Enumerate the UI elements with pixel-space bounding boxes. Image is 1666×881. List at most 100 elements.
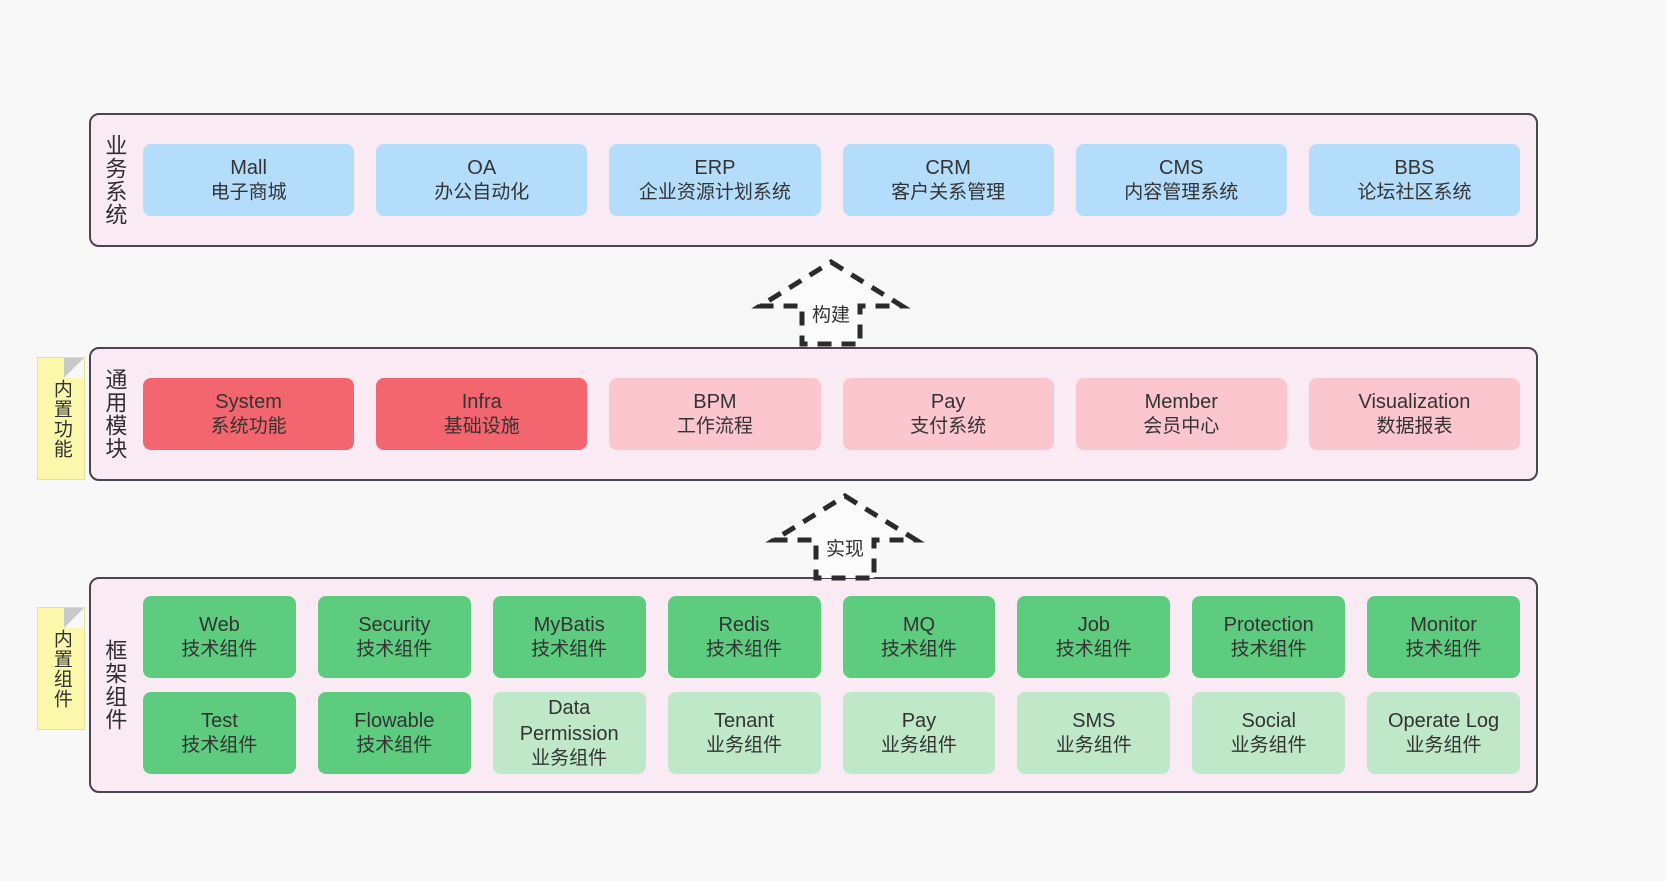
node-name: Redis [718, 613, 770, 636]
node-mq[interactable]: MQ 技术组件 [842, 596, 996, 678]
node-desc: 技术组件 [706, 638, 783, 660]
sticky-note-builtin-component: 内置组件 [37, 607, 85, 730]
sticky-note-builtin-function: 内置功能 [37, 357, 85, 480]
node-name: BPM [693, 390, 737, 413]
node-name: Social [1241, 709, 1296, 732]
node-desc: 工作流程 [676, 415, 753, 437]
layer-title-framework-components: 框架组件 [102, 639, 128, 731]
node-redis[interactable]: Redis 技术组件 [667, 596, 821, 678]
dashed-up-arrow-icon [751, 259, 911, 347]
node-monitor[interactable]: Monitor 技术组件 [1367, 596, 1520, 678]
node-desc: 会员中心 [1143, 415, 1220, 437]
node-desc: 数据报表 [1376, 415, 1453, 437]
node-protection[interactable]: Protection 技术组件 [1192, 596, 1346, 678]
node-mall[interactable]: Mall 电子商城 [143, 144, 355, 216]
node-name: SMS [1072, 709, 1116, 732]
layer-body-common-modules: System 系统功能 Infra 基础设施 BPM 工作流程 Pay 支付系统… [137, 349, 1536, 479]
node-name: Member [1144, 390, 1218, 413]
node-social[interactable]: Social 业务组件 [1192, 692, 1346, 774]
node-desc: 技术组件 [356, 734, 433, 756]
node-desc: 业务组件 [706, 734, 783, 756]
node-desc: 电子商城 [210, 181, 287, 203]
node-tenant[interactable]: Tenant 业务组件 [667, 692, 821, 774]
layer-title-business-system: 业务系统 [102, 134, 128, 226]
node-desc: 技术组件 [356, 638, 433, 660]
node-name: Job [1077, 613, 1110, 636]
node-desc: 技术组件 [531, 638, 608, 660]
node-bbs[interactable]: BBS 论坛社区系统 [1308, 144, 1521, 216]
node-security[interactable]: Security 技术组件 [317, 596, 471, 678]
node-pay-component[interactable]: Pay 业务组件 [842, 692, 996, 774]
node-name: BBS [1394, 156, 1435, 179]
node-name: Data Permission [519, 696, 619, 745]
node-desc: 办公自动化 [434, 181, 530, 203]
component-row: Test 技术组件 Flowable 技术组件 Data Permission … [143, 692, 1520, 774]
node-crm[interactable]: CRM 客户关系管理 [842, 144, 1054, 216]
arrow-label: 实现 [825, 539, 864, 560]
node-name: Pay [930, 390, 966, 413]
node-name: CMS [1159, 156, 1204, 179]
node-system[interactable]: System 系统功能 [143, 378, 355, 450]
node-desc: 技术组件 [1055, 638, 1132, 660]
node-name: MQ [902, 613, 936, 636]
arrow-implement: 实现 [765, 492, 925, 581]
node-name: ERP [694, 156, 736, 179]
node-name: CRM [925, 156, 971, 179]
node-data-permission[interactable]: Data Permission 业务组件 [492, 692, 646, 774]
node-desc: 论坛社区系统 [1357, 181, 1472, 203]
node-desc: 业务组件 [880, 734, 957, 756]
node-desc: 业务组件 [1230, 734, 1307, 756]
node-job[interactable]: Job 技术组件 [1017, 596, 1171, 678]
node-infra[interactable]: Infra 基础设施 [376, 378, 588, 450]
node-name: Pay [901, 709, 937, 732]
node-desc: 技术组件 [880, 638, 957, 660]
node-name: Flowable [354, 709, 435, 732]
node-cms[interactable]: CMS 内容管理系统 [1075, 144, 1287, 216]
sticky-note-label: 内置功能 [50, 378, 72, 459]
node-desc: 基础设施 [443, 415, 520, 437]
node-name: System [215, 390, 282, 413]
layer-common-modules: 通用模块 System 系统功能 Infra 基础设施 BPM 工作流程 Pay… [89, 347, 1538, 481]
dashed-up-arrow-icon [765, 493, 925, 581]
layer-body-framework-components: Web 技术组件 Security 技术组件 MyBatis 技术组件 Redi… [137, 579, 1536, 791]
node-oa[interactable]: OA 办公自动化 [376, 144, 588, 216]
node-name: Protection [1223, 613, 1314, 636]
node-desc: 客户关系管理 [891, 181, 1006, 203]
node-desc: 技术组件 [181, 638, 258, 660]
node-flowable[interactable]: Flowable 技术组件 [317, 692, 471, 774]
node-member[interactable]: Member 会员中心 [1075, 378, 1287, 450]
node-bpm[interactable]: BPM 工作流程 [609, 378, 821, 450]
node-name: Test [201, 709, 238, 732]
node-desc: 业务组件 [531, 747, 608, 769]
arrow-build: 构建 [751, 258, 911, 347]
node-mybatis[interactable]: MyBatis 技术组件 [492, 596, 646, 678]
node-desc: 技术组件 [1230, 638, 1307, 660]
node-name: MyBatis [533, 613, 605, 636]
node-name: Mall [230, 156, 267, 179]
node-desc: 企业资源计划系统 [638, 181, 791, 203]
node-name: Monitor [1410, 613, 1477, 636]
layer-business-system: 业务系统 Mall 电子商城 OA 办公自动化 ERP 企业资源计划系统 CRM… [89, 113, 1538, 247]
node-desc: 内容管理系统 [1124, 181, 1239, 203]
node-name: Security [358, 613, 431, 636]
node-name: Web [199, 613, 240, 636]
sticky-note-label: 内置组件 [50, 628, 72, 709]
node-web[interactable]: Web 技术组件 [143, 596, 296, 678]
node-erp[interactable]: ERP 企业资源计划系统 [609, 144, 821, 216]
component-row: System 系统功能 Infra 基础设施 BPM 工作流程 Pay 支付系统… [143, 378, 1521, 450]
node-pay-module[interactable]: Pay 支付系统 [842, 378, 1054, 450]
layer-framework-components: 框架组件 Web 技术组件 Security 技术组件 MyBatis 技术组件… [89, 577, 1538, 793]
node-desc: 业务组件 [1055, 734, 1132, 756]
node-desc: 技术组件 [181, 734, 258, 756]
node-operate-log[interactable]: Operate Log 业务组件 [1367, 692, 1520, 774]
component-row: Mall 电子商城 OA 办公自动化 ERP 企业资源计划系统 CRM 客户关系… [143, 144, 1521, 216]
node-sms[interactable]: SMS 业务组件 [1017, 692, 1171, 774]
node-visualization[interactable]: Visualization 数据报表 [1308, 378, 1521, 450]
node-name: Operate Log [1387, 709, 1500, 732]
node-desc: 业务组件 [1405, 734, 1482, 756]
node-test[interactable]: Test 技术组件 [143, 692, 296, 774]
component-row: Web 技术组件 Security 技术组件 MyBatis 技术组件 Redi… [143, 596, 1520, 678]
node-name: Visualization [1358, 390, 1471, 413]
layer-body-business-system: Mall 电子商城 OA 办公自动化 ERP 企业资源计划系统 CRM 客户关系… [137, 115, 1536, 245]
